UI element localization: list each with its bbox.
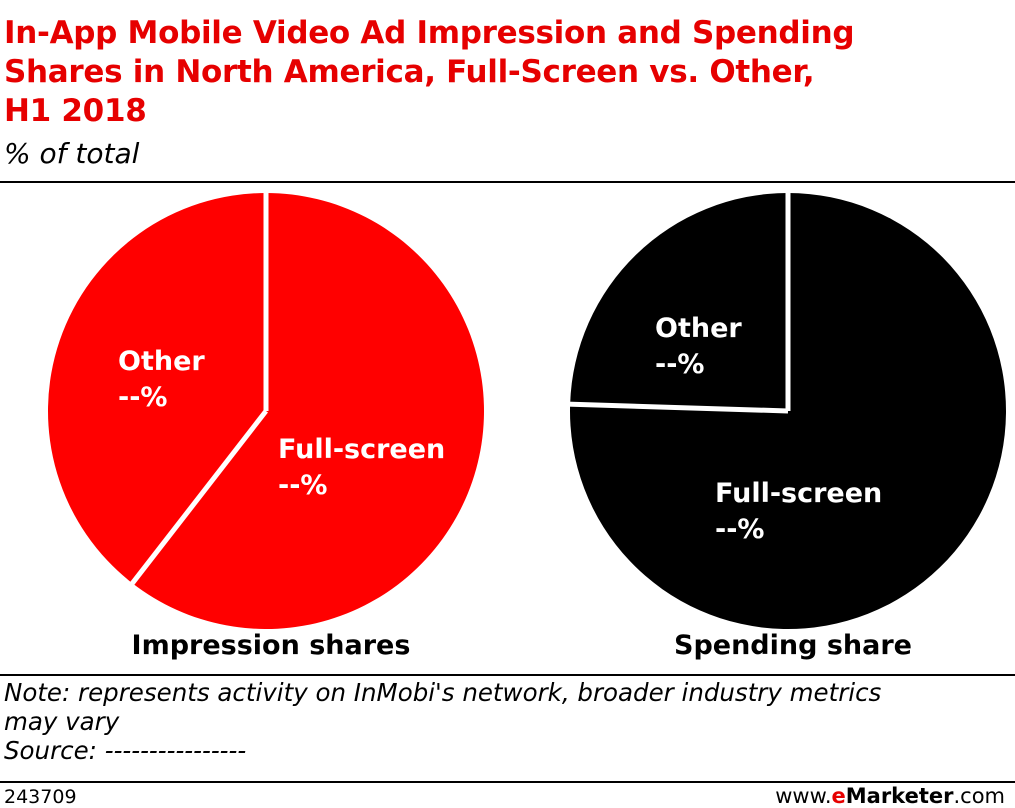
pie-chart-title: Impression shares [132,630,411,661]
pie-slice-other [48,193,266,584]
slice-label: Full-screen [278,434,445,465]
chart-title-line-3: H1 2018 [4,93,147,129]
pie-slice-other [570,193,788,411]
bottom-divider [0,781,1015,783]
chart-title-line-2: Shares in North America, Full-Screen vs.… [4,54,815,90]
brand-e: e [831,784,846,808]
pie-chart-2: Full-screen --% Other --% Spending share [568,191,1006,661]
chart-title-line-1: In-App Mobile Video Ad Impression and Sp… [4,15,855,51]
chart-id: 243709 [4,786,77,808]
slice-value-label: --% [655,349,704,380]
source-line: Source: ---------------- [4,736,247,765]
footer-divider [0,674,1015,676]
brand-suffix: .com [953,784,1005,808]
pie-slice-full-screen [132,193,485,629]
header-divider [0,181,1015,183]
brand-url[interactable]: www.eMarketer.com [775,784,1005,808]
pie-chart-1: Full-screen --% Other --% Impression shares [48,191,485,661]
slice-value-label: --% [278,470,327,501]
note-line-2: may vary [4,707,120,736]
chart-title: In-App Mobile Video Ad Impression and Sp… [4,14,1004,131]
slice-label: Other [655,313,742,344]
slice-value-label: --% [118,382,167,413]
slice-separator-2 [129,409,268,587]
pie-chart-title: Spending share [674,630,912,661]
brand-prefix: www. [775,784,832,808]
note-line-1: Note: represents activity on InMobi's ne… [4,678,882,707]
chart-subtitle: % of total [4,137,140,170]
slice-value-label: --% [715,514,764,545]
slice-label: Full-screen [715,478,882,509]
slice-label: Other [118,346,205,377]
slice-separator-2 [568,401,789,414]
chart-note: Note: represents activity on InMobi's ne… [4,678,1004,765]
brand-name: Marketer [845,784,954,808]
